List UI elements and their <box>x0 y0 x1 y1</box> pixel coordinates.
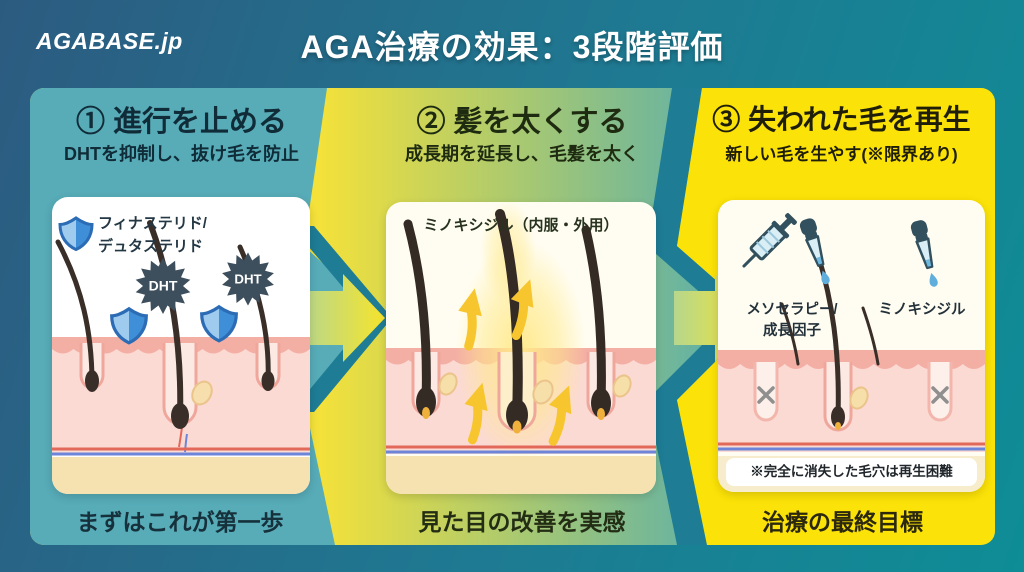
shield-icon <box>58 216 94 251</box>
step1-subtitle: DHTを抑制し、抜け毛を防止 <box>64 144 299 164</box>
sebaceous-gland <box>849 386 869 410</box>
growth-arrow-icon <box>464 382 488 445</box>
syringe-icon <box>742 213 797 268</box>
treatment-label-right: ミノキシジル <box>878 302 966 318</box>
step2-subtitle: 成長期を延長し、毛髪を太く <box>405 144 639 164</box>
step3-title: ③ 失われた毛を再生 <box>712 104 971 135</box>
page-title: AGA治療の効果：3段階評価 <box>300 29 724 65</box>
drug-label: ミノキシジル（内服・外用） <box>423 217 619 234</box>
step-arrow-icon <box>674 274 757 362</box>
step-arrow-icon <box>302 274 385 362</box>
step2-illustration-card: ミノキシジル（内服・外用） <box>386 202 656 494</box>
sebaceous-gland <box>532 379 554 405</box>
drug-name-line2: デュタステリド <box>98 237 204 255</box>
dropper-icon <box>910 220 938 287</box>
growth-arrow-icon <box>548 385 572 446</box>
step2-caption: 見た目の改善を実感 <box>418 509 626 535</box>
dht-burst-icon: DHT <box>135 258 191 314</box>
step3-subtitle: 新しい毛を生やす(※限界あり) <box>725 145 958 164</box>
treatment-name-line1: メソセラピー/ <box>746 302 838 318</box>
lost-follicle-x-mark <box>757 386 949 404</box>
growth-arrow-icon <box>458 288 482 351</box>
warning-note: ※完全に消失した毛穴は再生困難 <box>726 458 977 486</box>
treatment-name-line2: 成長因子 <box>763 323 821 340</box>
hair-strands <box>780 252 880 421</box>
sebaceous-gland <box>438 372 458 396</box>
empty-follicle <box>927 362 953 422</box>
empty-follicle <box>753 362 779 422</box>
scalp-illustration-3 <box>718 213 985 492</box>
epidermis-layer <box>718 350 985 369</box>
sebaceous-gland <box>191 380 213 406</box>
sebaceous-gland <box>612 374 632 398</box>
step1-caption: まずはこれが第一歩 <box>76 509 284 535</box>
scalp-illustration-2 <box>386 202 656 494</box>
dht-burst-icon: DHT <box>222 252 274 306</box>
hair-strands <box>403 209 606 421</box>
growth-arrow-icon <box>510 279 534 341</box>
svg-text:DHT: DHT <box>234 271 261 286</box>
step3-illustration-card: メソセラピー/ 成長因子 ミノキシジル ※完全に消失した毛穴は再生困難 <box>718 200 985 492</box>
step2-title: ② 髪を太くする <box>416 106 628 138</box>
drug-label: フィナステリド/ デュタステリド <box>98 213 207 258</box>
ribbon-shadow-2 <box>647 88 759 545</box>
steps-band: ① 進行を止める DHTを抑制し、抜け毛を防止 ② 髪を太くする 成長期を延長し… <box>30 88 995 545</box>
step1-title: ① 進行を止める <box>75 106 288 138</box>
drug-name-line1: フィナステリド/ <box>98 215 207 232</box>
step1-illustration-card: DHT DHT フィナステリド/ デュタステリド <box>52 197 310 494</box>
hypodermis-layer <box>52 457 310 494</box>
svg-text:DHT: DHT <box>149 278 178 294</box>
dropper-icon <box>799 218 830 285</box>
site-logo: AGABASE.jp <box>36 28 183 54</box>
step3-caption: 治療の最終目標 <box>762 509 923 535</box>
scalp-illustration-1: DHT DHT <box>52 216 310 494</box>
treatment-label-left: メソセラピー/ 成長因子 <box>724 300 860 342</box>
shield-icon <box>200 305 238 343</box>
